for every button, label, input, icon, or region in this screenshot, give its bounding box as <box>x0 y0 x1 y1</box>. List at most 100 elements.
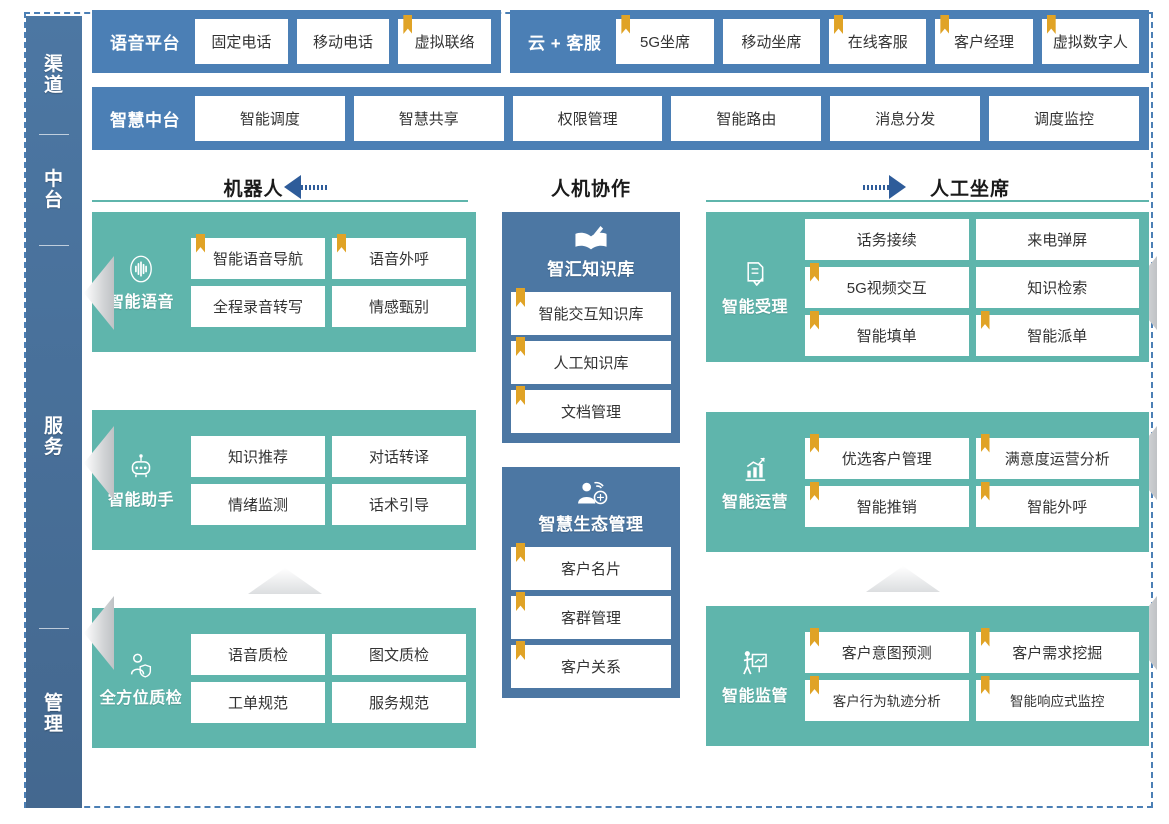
module-label-intelligent-supervision: 智能监管 <box>721 688 788 705</box>
sidebar-label-midplatform-1: 中 <box>43 168 64 190</box>
module-label-ecosystem-management: 智慧生态管理 <box>538 515 644 534</box>
arrow-right-dashed-icon <box>862 175 906 199</box>
cell-smart-form-filling[interactable]: 智能填单 <box>805 314 969 356</box>
person-shield-icon <box>130 653 152 678</box>
header-label-collaboration: 人机协作 <box>550 178 631 200</box>
item-customer-relationship[interactable]: 客户关系 <box>511 645 671 688</box>
cell-satisfaction-operation-analysis[interactable]: 满意度运营分析 <box>975 437 1139 479</box>
cell-customer-behavior-trace-analysis[interactable]: 客户行为轨迹分析 <box>805 679 969 721</box>
sidebar-item-midplatform[interactable]: 中 台 <box>26 135 82 245</box>
cloud-service-title: 云 + 客服 <box>528 34 602 53</box>
chip-mobile-agent[interactable]: 移动坐席 <box>722 19 821 64</box>
chip-virtual-contact[interactable]: 虚拟联络 <box>398 19 492 64</box>
chip-permission-management[interactable]: 权限管理 <box>512 96 663 141</box>
sidebar-divider-2 <box>39 245 69 246</box>
cell-preferred-customer-management[interactable]: 优选客户管理 <box>805 437 969 479</box>
module-head-ecosystem-management: 智慧生态管理 <box>511 475 671 541</box>
sidebar-label-management-2: 理 <box>43 714 64 735</box>
robot-icon <box>131 454 151 478</box>
teal-underline-right <box>706 200 1149 202</box>
presenter-board-icon <box>743 651 767 675</box>
chip-virtual-human[interactable]: 虚拟数字人 <box>1041 19 1140 64</box>
module-head-intelligent-assistant: 智能助手 <box>98 450 184 510</box>
module-quality-inspection: 全方位质检 语音质检 图文质检 工单规范 服务规范 <box>92 608 476 748</box>
cell-ticket-standard[interactable]: 工单规范 <box>191 681 325 723</box>
cell-full-recording-transcription[interactable]: 全程录音转写 <box>191 285 325 327</box>
cell-knowledge-search[interactable]: 知识检索 <box>975 266 1139 308</box>
teal-underline-left <box>92 200 468 202</box>
chip-5g-agent[interactable]: 5G坐席 <box>616 19 714 64</box>
cell-5g-video-interaction[interactable]: 5G视频交互 <box>805 266 969 308</box>
voice-platform-group: 语音平台 固定电话 移动电话 虚拟联络 <box>92 10 501 73</box>
module-intelligent-assistant: 智能助手 知识推荐 对话转译 情绪监测 话术引导 <box>92 410 476 550</box>
chip-message-distribution[interactable]: 消息分发 <box>830 96 981 141</box>
chip-online-service[interactable]: 在线客服 <box>829 19 927 64</box>
up-arrow-right <box>866 566 940 592</box>
chip-smart-routing[interactable]: 智能路由 <box>671 96 822 141</box>
chip-account-manager[interactable]: 客户经理 <box>935 19 1033 64</box>
midplatform-title: 智慧中台 <box>110 111 180 130</box>
sidebar-item-channel[interactable]: 渠 道 <box>26 16 82 134</box>
cell-emotion-monitoring[interactable]: 情绪监测 <box>191 483 325 525</box>
cell-voice-quality-inspection[interactable]: 语音质检 <box>191 633 325 675</box>
item-customer-group-management[interactable]: 客群管理 <box>511 596 671 639</box>
cell-incoming-call-popup[interactable]: 来电弹屏 <box>975 218 1139 260</box>
chart-growth-icon <box>745 457 766 481</box>
person-network-icon <box>578 481 608 505</box>
cell-customer-intent-prediction[interactable]: 客户意图预测 <box>805 631 969 673</box>
cell-customer-demand-mining[interactable]: 客户需求挖掘 <box>975 631 1139 673</box>
cell-service-standard[interactable]: 服务规范 <box>332 681 466 723</box>
module-head-intelligent-acceptance: 智能受理 <box>712 257 798 317</box>
cell-smart-marketing[interactable]: 智能推销 <box>805 485 969 527</box>
sidebar-item-management[interactable]: 管 理 <box>26 629 82 799</box>
item-smart-interaction-kb[interactable]: 智能交互知识库 <box>511 292 671 335</box>
left-sidebar: 渠 道 中 台 服 务 管 理 <box>26 16 82 808</box>
sidebar-label-management-1: 管 <box>43 692 64 714</box>
cell-smart-voice-navigation[interactable]: 智能语音导航 <box>191 237 325 279</box>
cell-knowledge-recommendation[interactable]: 知识推荐 <box>191 435 325 477</box>
service-main-grid: 智能语音 智能语音导航 语音外呼 全程录音转写 情感甄别 <box>84 200 1157 814</box>
arrow-left-dashed-icon <box>283 175 327 199</box>
sidebar-label-channel-2: 道 <box>43 75 64 96</box>
open-book-pen-icon <box>575 226 607 250</box>
sidebar-label-service-1: 服 <box>43 415 64 437</box>
header-agent-col: 人工坐席 <box>706 174 1149 201</box>
sidebar-label-channel-1: 渠 <box>43 53 64 75</box>
module-label-quality-inspection: 全方位质检 <box>99 690 183 707</box>
cell-script-guidance[interactable]: 话术引导 <box>332 483 466 525</box>
sidebar-item-service[interactable]: 服 务 <box>26 246 82 628</box>
module-label-knowledge-base: 智汇知识库 <box>547 260 635 279</box>
human-agent-column: 智能受理 话务接续 来电弹屏 5G视频交互 知识检索 智能填单 智能派单 <box>706 212 1149 814</box>
module-head-intelligent-voice: 智能语音 <box>98 252 184 312</box>
chip-scheduling-monitor[interactable]: 调度监控 <box>989 96 1139 141</box>
up-arrow-left <box>248 568 322 594</box>
module-head-knowledge-base: 智汇知识库 <box>511 220 671 286</box>
chip-smart-sharing[interactable]: 智慧共享 <box>353 96 504 141</box>
cell-call-connection[interactable]: 话务接续 <box>805 218 969 260</box>
channel-row: 语音平台 固定电话 移动电话 虚拟联络 云 + 客服 5G坐席 移动坐席 在线客… <box>92 10 1149 73</box>
item-document-management[interactable]: 文档管理 <box>511 390 671 433</box>
sidebar-label-midplatform-2: 台 <box>43 190 64 211</box>
module-head-quality-inspection: 全方位质检 <box>98 648 184 708</box>
module-label-intelligent-operation: 智能运营 <box>721 494 788 511</box>
module-intelligent-acceptance: 智能受理 话务接续 来电弹屏 5G视频交互 知识检索 智能填单 智能派单 <box>706 212 1149 362</box>
item-customer-card[interactable]: 客户名片 <box>511 547 671 590</box>
item-manual-kb[interactable]: 人工知识库 <box>511 341 671 384</box>
robot-column: 智能语音 智能语音导航 语音外呼 全程录音转写 情感甄别 <box>92 212 476 814</box>
cell-voice-outbound[interactable]: 语音外呼 <box>332 237 466 279</box>
chip-smart-scheduling[interactable]: 智能调度 <box>195 96 345 141</box>
module-label-intelligent-acceptance: 智能受理 <box>721 299 788 316</box>
cell-dialog-translation[interactable]: 对话转译 <box>332 435 466 477</box>
chip-mobile-phone[interactable]: 移动电话 <box>296 19 390 64</box>
cell-smart-responsive-monitoring[interactable]: 智能响应式监控 <box>975 679 1139 721</box>
module-intelligent-supervision: 智能监管 客户意图预测 客户需求挖掘 客户行为轨迹分析 智能响应式监控 <box>706 606 1149 746</box>
module-label-intelligent-voice: 智能语音 <box>107 294 174 311</box>
cell-text-image-quality-inspection[interactable]: 图文质检 <box>332 633 466 675</box>
module-ecosystem-management: 智慧生态管理 客户名片 客群管理 客户关系 <box>502 467 680 698</box>
cell-smart-dispatch[interactable]: 智能派单 <box>975 314 1139 356</box>
cell-smart-outbound[interactable]: 智能外呼 <box>975 485 1139 527</box>
cell-emotion-recognition[interactable]: 情感甄别 <box>332 285 466 327</box>
voice-waveform-icon <box>130 255 152 283</box>
chip-fixed-phone[interactable]: 固定电话 <box>195 19 288 64</box>
